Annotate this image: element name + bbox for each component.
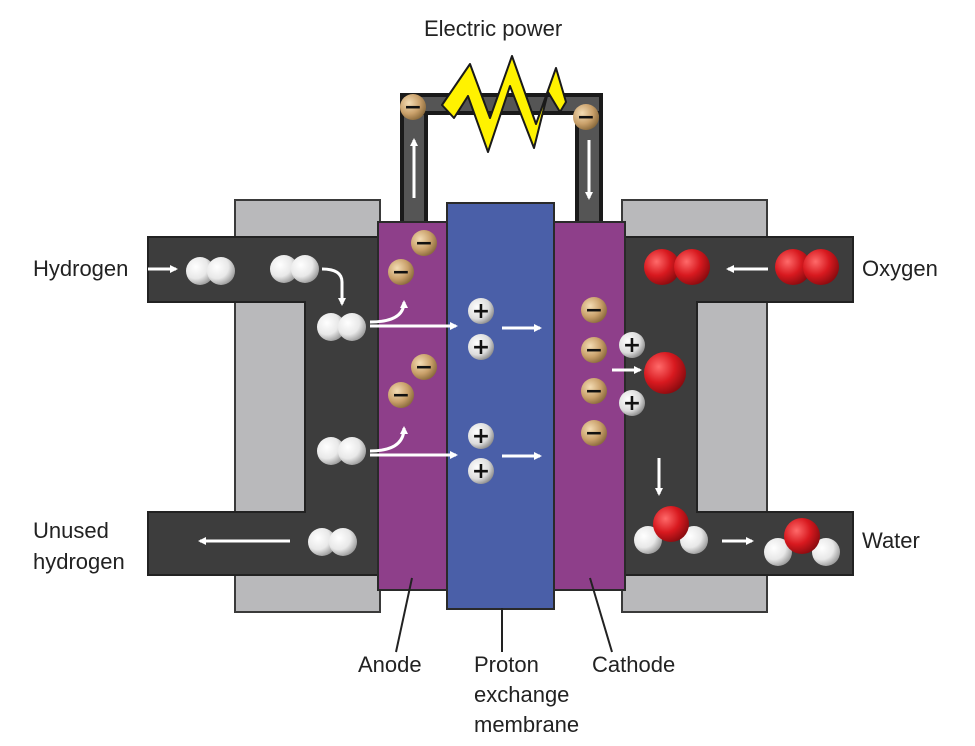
- svg-text:−: −: [392, 260, 410, 285]
- membrane-label-line1: Proton: [474, 652, 539, 677]
- svg-text:−: −: [585, 421, 603, 446]
- electron-icon: −: [388, 259, 414, 285]
- electron-icon: −: [573, 104, 599, 130]
- electrons: −−−−−−−−−−: [388, 94, 607, 446]
- hydrogen-molecule-icon: [270, 255, 319, 283]
- proton-icon: +: [468, 298, 494, 324]
- unused-hydrogen-label-line1: Unused: [33, 518, 109, 543]
- resistor-icon: [441, 55, 567, 153]
- hydrogen-molecules: [186, 255, 366, 556]
- hydrogen-label: Hydrogen: [33, 256, 129, 281]
- svg-text:−: −: [415, 355, 433, 380]
- electron-icon: −: [581, 297, 607, 323]
- proton-icon: +: [468, 458, 494, 484]
- svg-text:−: −: [585, 379, 603, 404]
- electric-power-label: Electric power: [424, 16, 563, 41]
- electron-icon: −: [411, 354, 437, 380]
- electron-icon: −: [581, 337, 607, 363]
- hydrogen-molecule-icon: [308, 528, 357, 556]
- protons: + + + + + +: [468, 298, 645, 484]
- svg-text:+: +: [472, 459, 490, 484]
- proton-icon: +: [619, 332, 645, 358]
- flow-arrows: [148, 138, 768, 545]
- svg-text:−: −: [415, 231, 433, 256]
- electron-icon: −: [388, 382, 414, 408]
- cathode-label: Cathode: [592, 652, 676, 677]
- oxygen-molecule-icon: [644, 249, 710, 285]
- proton-icon: +: [468, 423, 494, 449]
- svg-text:+: +: [472, 299, 490, 324]
- electron-icon: −: [581, 420, 607, 446]
- electron-icon: −: [411, 230, 437, 256]
- leader-lines: [395, 577, 613, 653]
- svg-text:−: −: [585, 338, 603, 363]
- arrow-icon: [321, 267, 346, 306]
- electron-icon: −: [581, 378, 607, 404]
- water-molecule-icon: [764, 518, 840, 566]
- svg-text:−: −: [404, 95, 422, 120]
- proton-exchange-membrane: [446, 202, 555, 610]
- water-molecules: [634, 506, 840, 566]
- water-label: Water: [862, 528, 920, 553]
- arrow-icon: [369, 300, 408, 324]
- hydrogen-molecule-icon: [317, 437, 366, 465]
- cathode: [552, 221, 626, 591]
- anode-label: Anode: [358, 652, 422, 677]
- oxygen-label: Oxygen: [862, 256, 938, 281]
- svg-text:+: +: [472, 424, 490, 449]
- oxygen-atom-icon: [644, 352, 686, 394]
- proton-icon: +: [619, 390, 645, 416]
- hydrogen-molecule-icon: [317, 313, 366, 341]
- hydrogen-molecule-icon: [186, 257, 235, 285]
- svg-text:+: +: [623, 333, 641, 358]
- water-molecule-icon: [634, 506, 708, 554]
- membrane-label-line2: exchange: [474, 682, 570, 707]
- svg-text:−: −: [577, 105, 595, 130]
- svg-text:+: +: [472, 335, 490, 360]
- oxygen-molecule-icon: [775, 249, 839, 285]
- arrow-icon: [369, 426, 408, 453]
- svg-text:−: −: [585, 298, 603, 323]
- anode: [377, 221, 451, 591]
- membrane-label-line3: membrane: [474, 712, 580, 737]
- oxygen-molecules: [644, 249, 839, 394]
- svg-text:−: −: [392, 383, 410, 408]
- svg-text:+: +: [623, 391, 641, 416]
- proton-icon: +: [468, 334, 494, 360]
- unused-hydrogen-label-line2: hydrogen: [33, 549, 125, 574]
- electron-icon: −: [400, 94, 426, 120]
